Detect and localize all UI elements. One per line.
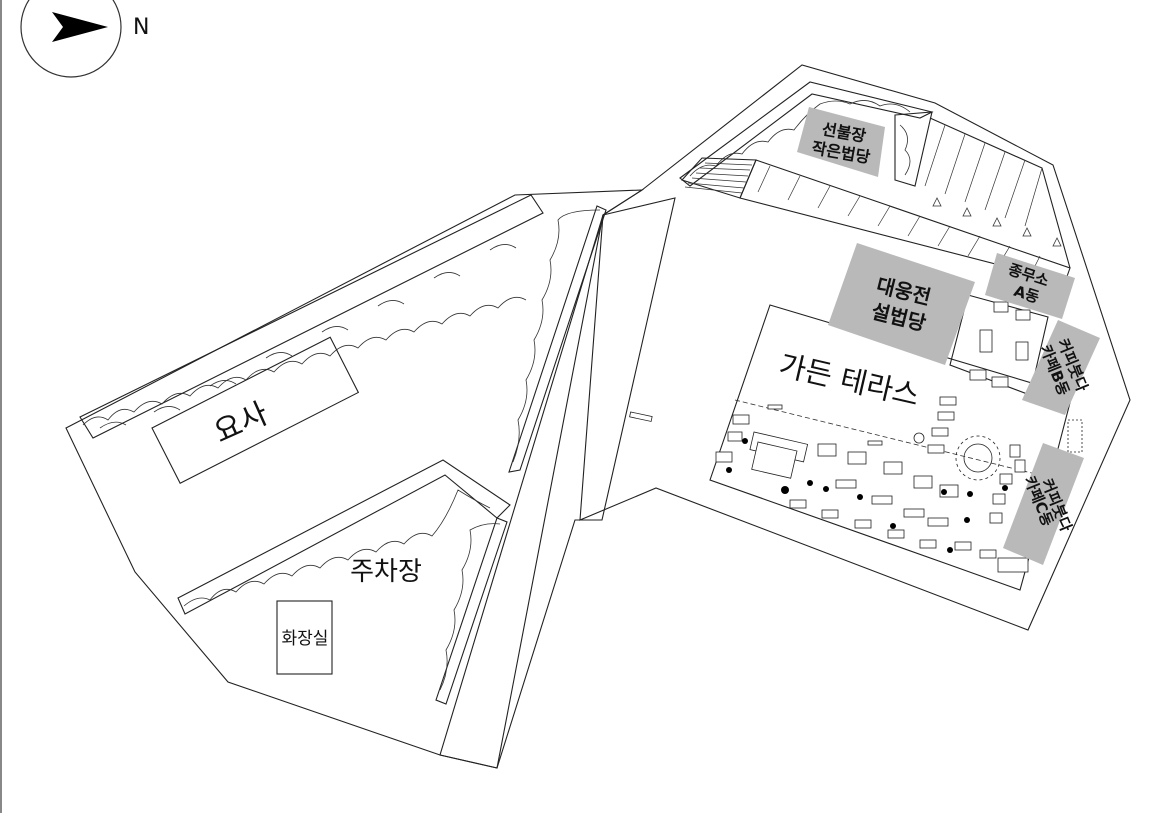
compass-label: N: [133, 15, 149, 40]
yosa-label: 요사: [209, 396, 274, 450]
restroom-building: [276, 600, 333, 675]
restroom-label: 화장실: [282, 629, 329, 649]
compass: N: [20, 0, 149, 78]
compass-circle: [20, 0, 122, 78]
north-arrow-icon: [52, 12, 108, 42]
office-a-building: 종무소 A동: [985, 253, 1075, 319]
cafe-b-building: 커피붓다 카페B동: [1022, 320, 1100, 415]
stone-wall-ramp-upper: [508, 205, 607, 473]
stone-wall-north: [79, 194, 544, 439]
stone-wall-ramp-lower: [435, 517, 508, 705]
left-site: 요사 주차장 화장실: [65, 189, 676, 769]
daeungjeon-building: 대웅전 설법당: [828, 243, 975, 365]
parking-stripes: [739, 117, 1071, 283]
stone-wall-middle: [177, 459, 511, 615]
central-ramp: [439, 197, 676, 769]
left-site-boundary: [65, 189, 645, 769]
cafe-c-building: 커피붓다 카페C동: [1003, 443, 1084, 565]
yosa-building: [151, 336, 360, 484]
right-site-boundary: [579, 64, 1131, 631]
right-site: 선불장 작은법당 가든 테라스: [579, 64, 1131, 631]
terrace-planters: [726, 438, 1008, 553]
terrace-furniture: [629, 396, 1083, 573]
garden-terrace-label: 가든 테라스: [776, 348, 923, 413]
seonbuljang-building: 선불장 작은법당: [797, 107, 885, 177]
parking-label: 주차장: [350, 557, 422, 587]
